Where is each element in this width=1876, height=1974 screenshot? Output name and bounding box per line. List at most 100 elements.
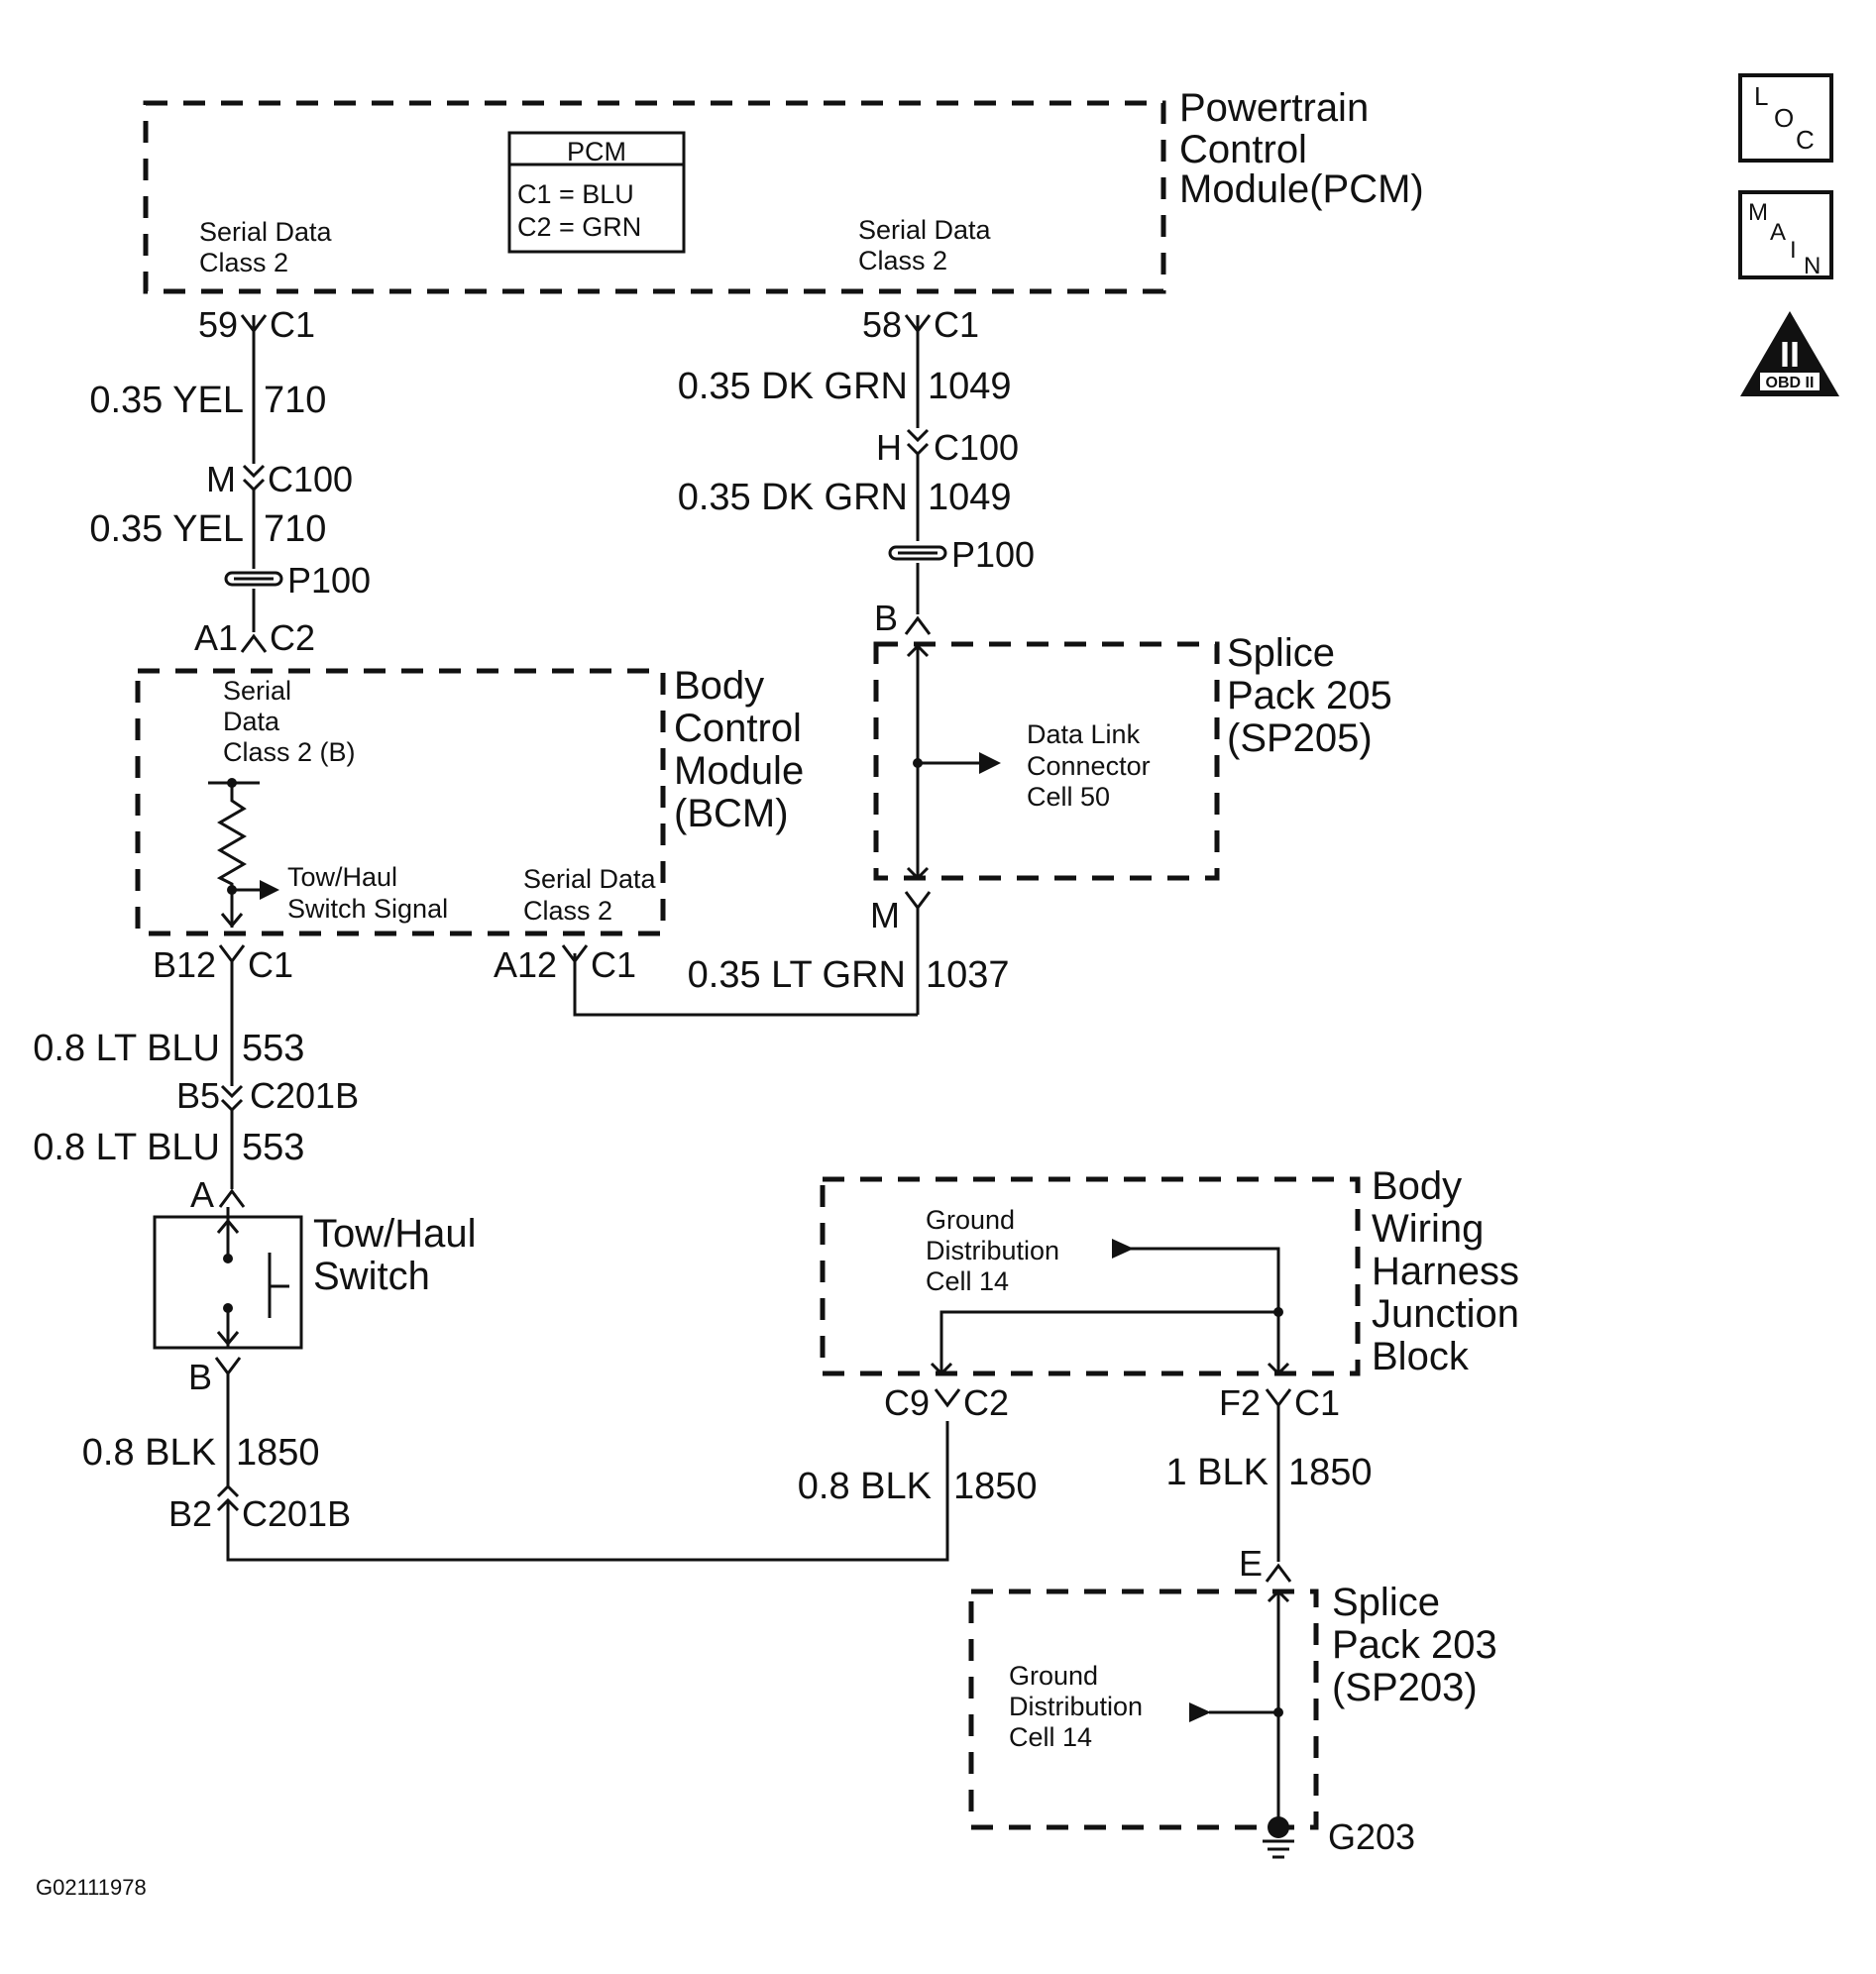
wire-710-gauge-upper: 0.35 YEL	[89, 380, 244, 421]
pcm-conn-c1-left: C1	[270, 304, 315, 345]
circuit-1850-ground: F2 C1 1 BLK 1850 E	[1165, 1382, 1372, 1584]
pcm-right-label-line1: Serial Data	[858, 215, 992, 245]
junction-name-line5: Block	[1372, 1335, 1470, 1378]
p100-label-left: P100	[287, 560, 371, 601]
wire-1850-circuit-switch: 1850	[236, 1432, 320, 1474]
wire-1850-gauge-switch: 0.8 BLK	[82, 1432, 216, 1474]
bcm-serial-label-line1: Serial	[223, 676, 291, 706]
sp203-inner-line2: Distribution	[1009, 1692, 1143, 1721]
loc-icon-o: O	[1774, 103, 1794, 133]
switch-name-line2: Switch	[313, 1255, 430, 1298]
switch-pin-a: A	[190, 1174, 214, 1215]
c100-pin-h: H	[876, 427, 902, 468]
sp205-name-line1: Splice	[1227, 631, 1335, 675]
sp203-name-line1: Splice	[1332, 1581, 1440, 1624]
c201b-pin-b2: B2	[168, 1493, 212, 1534]
wire-710-circuit-lower: 710	[264, 508, 326, 550]
pcm-name-line1: Powertrain	[1179, 86, 1369, 130]
pcm-pin-59: 59	[198, 304, 238, 345]
bcm-serial-label-line3: Class 2 (B)	[223, 737, 356, 767]
main-icon-n: N	[1804, 253, 1821, 279]
bcm-serial-label-line2: Data	[223, 707, 280, 736]
wire-553-circuit-lower: 553	[242, 1127, 304, 1168]
circuit-1049: 58 C1 0.35 DK GRN 1049 H C100 0.35 DK GR…	[678, 304, 1035, 638]
wire-710-circuit-upper: 710	[264, 380, 326, 421]
switch-pin-b: B	[188, 1357, 212, 1397]
main-icon-m: M	[1748, 199, 1768, 226]
p100-left-grommet	[224, 571, 283, 587]
wire-553-gauge-lower: 0.8 LT BLU	[33, 1127, 220, 1168]
wire-553-circuit-upper: 553	[242, 1028, 304, 1069]
bcm-right-label-line1: Serial Data	[523, 864, 657, 894]
sp203-pin-e: E	[1239, 1543, 1263, 1584]
tow-haul-switch: Tow/Haul Switch	[153, 1207, 477, 1350]
pcm-name-line2: Control	[1179, 128, 1307, 171]
pcm-right-label-line2: Class 2	[858, 246, 947, 275]
bcm-signal-label-line2: Switch Signal	[287, 894, 448, 924]
pcm-module: Powertrain Control Module(PCM) PCM C1 = …	[143, 86, 1424, 294]
sp205-pin-b: B	[874, 598, 898, 638]
bcm-conn-c2: C2	[270, 617, 315, 658]
jb-conn-c2: C2	[963, 1382, 1009, 1423]
sp205-inner-line2: Connector	[1027, 751, 1151, 781]
sp203-name-line2: Pack 203	[1332, 1623, 1497, 1667]
sp203-inner-line3: Cell 14	[1009, 1722, 1092, 1752]
p100-label-right: P100	[951, 534, 1035, 575]
loc-icon: L O C	[1738, 73, 1833, 163]
wire-1049-circuit-upper: 1049	[928, 366, 1012, 407]
circuit-1037: M 0.35 LT GRN 1037 A12 C1	[494, 891, 1010, 1017]
pcm-pin-58: 58	[862, 304, 902, 345]
main-icon: M A I N	[1738, 190, 1833, 279]
bcm-name-line4: (BCM)	[674, 792, 789, 835]
bcm-signal-label-line1: Tow/Haul	[287, 862, 397, 892]
sp203-inner-line1: Ground	[1009, 1661, 1098, 1691]
p100-right-grommet	[888, 545, 947, 561]
bcm-pin-b12: B12	[153, 944, 216, 985]
pcm-legend-box	[507, 131, 686, 254]
splice-pack-203: Splice Pack 203 (SP203) Ground Distribut…	[968, 1581, 1497, 1859]
junction-name-line2: Wiring	[1372, 1207, 1484, 1251]
c100-conn-right: C100	[934, 427, 1019, 468]
pcm-name-line3: Module(PCM)	[1179, 167, 1424, 211]
c100-conn-left: C100	[268, 459, 353, 499]
wire-1037-circuit: 1037	[926, 954, 1010, 996]
sp205-inner-line1: Data Link	[1027, 719, 1141, 749]
sp203-name-line3: (SP203)	[1332, 1666, 1478, 1709]
wire-1850-gauge-c9: 0.8 BLK	[798, 1466, 932, 1507]
junction-name-line3: Harness	[1372, 1250, 1519, 1293]
wire-1850-gauge-ground: 1 BLK	[1165, 1452, 1269, 1493]
pcm-legend-title: PCM	[567, 137, 626, 166]
junction-name-line4: Junction	[1372, 1292, 1519, 1336]
bcm-pin-a12: A12	[494, 944, 557, 985]
pcm-left-label-line1: Serial Data	[199, 217, 333, 247]
bcm-module: Body Control Module (BCM) Serial Data Cl…	[135, 664, 804, 936]
pcm-legend-c1: C1 = BLU	[517, 179, 634, 209]
sp205-name-line3: (SP205)	[1227, 716, 1373, 760]
figure-id: G02111978	[36, 1875, 147, 1900]
splice-pack-205: Splice Pack 205 (SP205) Data Link Connec…	[873, 631, 1392, 881]
circuit-553: B12 C1 0.8 LT BLU 553 B5 C201B 0.8 LT BL…	[33, 944, 359, 1215]
wire-1850-circuit-c9: 1850	[953, 1466, 1038, 1507]
jb-pin-f2: F2	[1219, 1382, 1261, 1423]
bcm-pin-a1: A1	[194, 617, 238, 658]
circuit-710: 59 C1 0.35 YEL 710 M C100 0.35 YEL 710 P…	[89, 304, 371, 658]
pcm-legend-c2: C2 = GRN	[517, 212, 641, 242]
bcm-conn-c1-right: C1	[591, 944, 636, 985]
wire-553-gauge-upper: 0.8 LT BLU	[33, 1028, 220, 1069]
bcm-name-line1: Body	[674, 664, 764, 708]
jb-conn-c1: C1	[1294, 1382, 1340, 1423]
sp205-inner-line3: Cell 50	[1027, 782, 1110, 812]
bcm-conn-c1-left: C1	[248, 944, 293, 985]
c100-pin-m: M	[206, 459, 236, 499]
wire-710-gauge-lower: 0.35 YEL	[89, 508, 244, 550]
junction-inner-line3: Cell 14	[926, 1266, 1009, 1296]
obd-ii-caption: OBD II	[1766, 375, 1815, 391]
ground-label: G203	[1328, 1816, 1415, 1857]
obd-ii-icon: II OBD II	[1740, 311, 1839, 396]
main-icon-a: A	[1770, 219, 1786, 246]
main-icon-i: I	[1790, 237, 1797, 264]
c201b-conn-upper: C201B	[250, 1075, 359, 1116]
bcm-name-line3: Module	[674, 749, 804, 793]
c201b-conn-lower: C201B	[242, 1493, 351, 1534]
